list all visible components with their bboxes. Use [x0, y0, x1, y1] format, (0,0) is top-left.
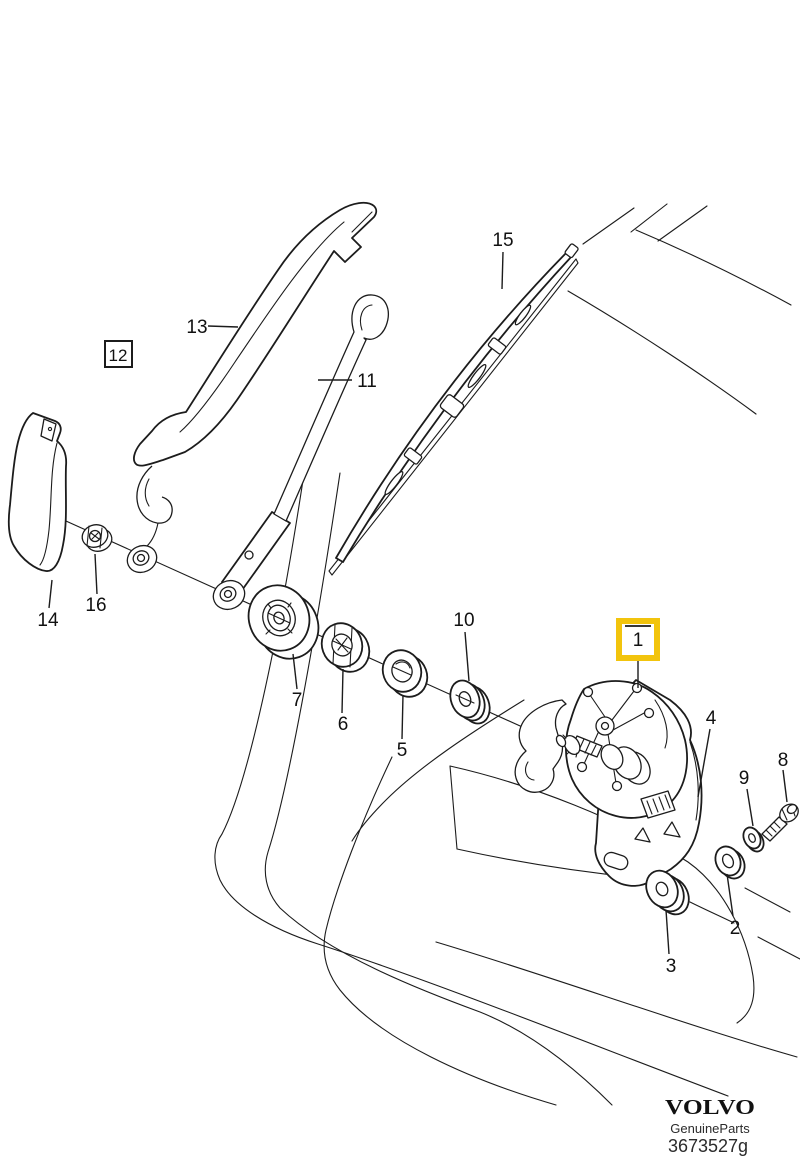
part-nut-drawing-16: [81, 524, 113, 552]
callout-2-label: 2: [730, 918, 741, 939]
callout-12[interactable]: 12: [104, 340, 133, 368]
callout-5[interactable]: 5: [397, 694, 408, 761]
callout-6-label: 6: [338, 714, 349, 735]
callout-7-label: 7: [292, 690, 303, 711]
callout-16[interactable]: 16: [85, 553, 107, 616]
part-motor-drawing-1: [514, 680, 688, 819]
callout-14-label: 14: [37, 610, 59, 631]
callout-8-label: 8: [778, 750, 789, 771]
callout-7[interactable]: 7: [292, 653, 303, 711]
callout-3[interactable]: 3: [665, 909, 677, 977]
selected-part-highlight: [616, 618, 660, 661]
genuine-parts-label: GenuineParts: [670, 1121, 750, 1136]
callout-4[interactable]: 4: [697, 708, 717, 798]
part-bushing-drawing-7: [247, 584, 320, 660]
tailgate-outline-lines: [214, 466, 800, 1106]
part-wiper-arm-drawing-11: [212, 294, 389, 611]
part-number-label: 3673527g: [668, 1136, 748, 1156]
car-body-lines-top: [567, 203, 792, 415]
part-cap-drawing-14: [7, 412, 68, 572]
footer-brand-block: VOLVO GenuineParts 3673527g: [665, 1095, 755, 1156]
callout-5-label: 5: [397, 740, 408, 761]
callout-13[interactable]: 13: [186, 317, 239, 338]
callout-15-label: 15: [492, 230, 513, 251]
callout-11[interactable]: 11: [318, 371, 377, 392]
part-bolt-drawing-8: [761, 803, 799, 842]
callout-14[interactable]: 14: [37, 579, 59, 631]
part-nut-drawing-6: [320, 622, 371, 673]
callout-1-box: [620, 622, 656, 657]
volvo-logo: VOLVO: [665, 1095, 755, 1119]
callout-1[interactable]: 1: [616, 618, 660, 688]
callout-10-label: 10: [453, 610, 474, 631]
callout-12-label: 12: [109, 346, 128, 365]
part-washer-drawing-2: [714, 845, 746, 880]
part-washer-drawing-9: [742, 826, 765, 853]
part-blade-drawing-15: [328, 243, 579, 576]
part-seal-drawing-5: [381, 649, 429, 698]
callout-1-label: 1: [633, 630, 644, 651]
callout-12-box: [104, 340, 133, 368]
part-grommet-drawing-10: [449, 679, 491, 725]
callout-16-label: 16: [85, 595, 106, 616]
callout-9[interactable]: 9: [739, 768, 754, 827]
callout-15[interactable]: 15: [492, 230, 514, 290]
callout-6[interactable]: 6: [338, 668, 349, 735]
callout-10[interactable]: 10: [453, 610, 475, 682]
callout-11-label: 11: [357, 371, 377, 392]
callout-13-label: 13: [186, 317, 207, 338]
callout-3-label: 3: [666, 956, 677, 977]
callout-9-label: 9: [739, 768, 750, 789]
part-arm-cover-drawing-13: [126, 201, 378, 574]
callout-2[interactable]: 2: [726, 873, 741, 939]
part-grommet-drawing-3: [645, 869, 690, 916]
callout-4-label: 4: [706, 708, 717, 729]
callout-8[interactable]: 8: [778, 750, 789, 803]
